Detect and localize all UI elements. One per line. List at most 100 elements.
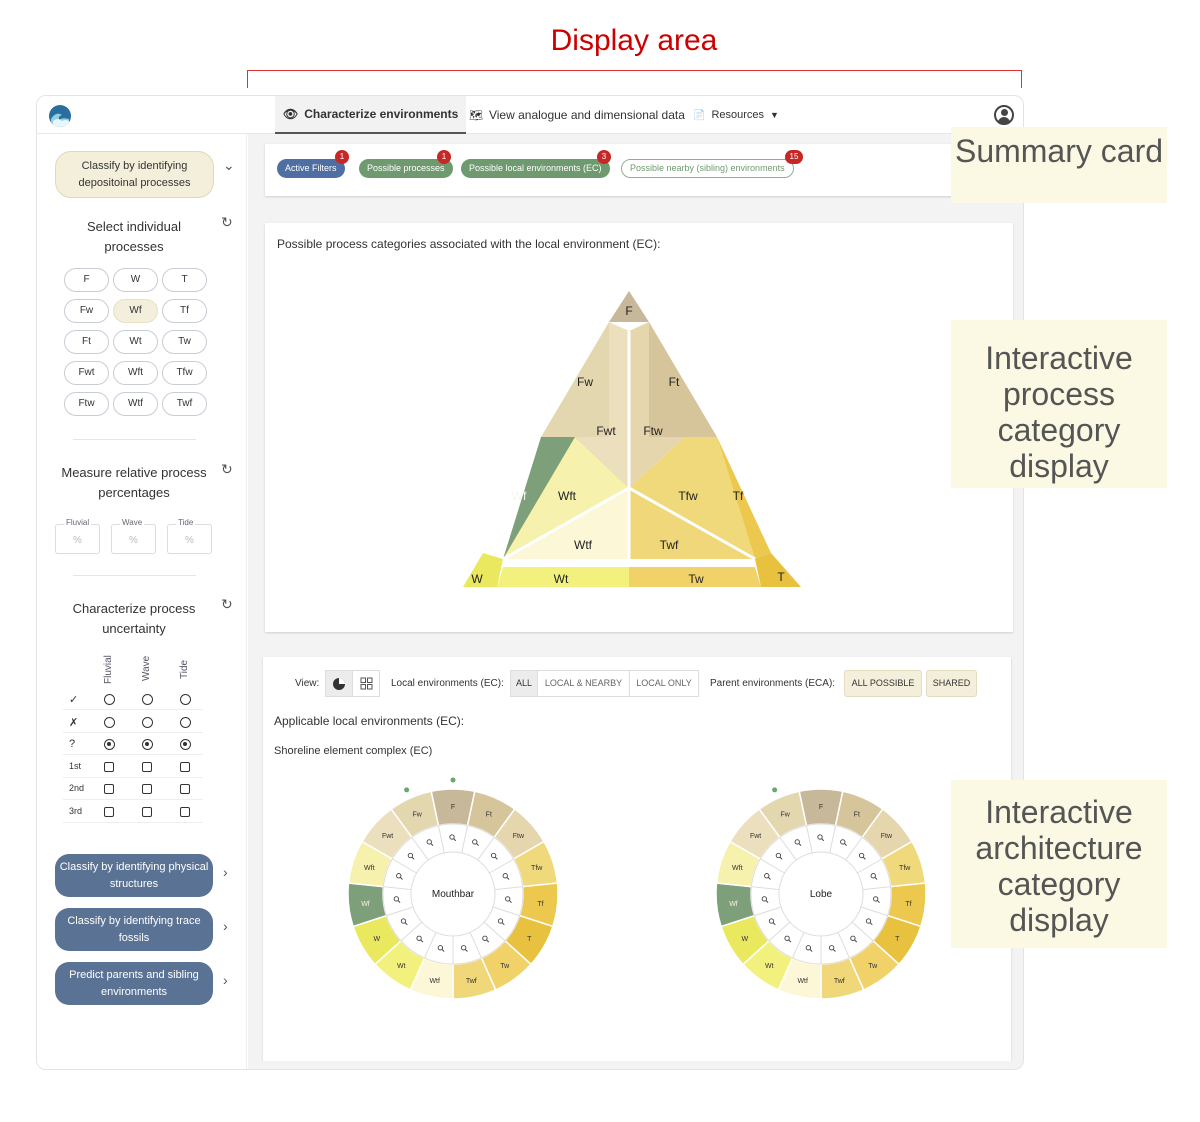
rank-checkbox[interactable]: [104, 784, 114, 794]
wave-percent-field[interactable]: Wave %: [111, 518, 156, 554]
magnifier-icon[interactable]: [865, 918, 873, 926]
chevron-right-icon[interactable]: ›: [223, 918, 228, 934]
classify-trace-button[interactable]: Classify by identifying trace fossils: [55, 908, 213, 951]
magnifier-icon[interactable]: [794, 839, 802, 846]
uncertainty-radio[interactable]: [142, 716, 153, 728]
region-Wft[interactable]: [503, 437, 629, 559]
magnifier-icon[interactable]: [502, 873, 510, 880]
process-button-ftw[interactable]: Ftw: [64, 392, 109, 416]
rank-checkbox[interactable]: [180, 761, 190, 772]
tide-percent-field[interactable]: Tide %: [167, 518, 212, 554]
magnifier-icon[interactable]: [858, 852, 866, 860]
grid-view-button[interactable]: [352, 670, 380, 697]
tab-characterize-environments[interactable]: 👁 Characterize environments: [275, 96, 467, 134]
region-Tf[interactable]: [717, 437, 771, 559]
process-triangle[interactable]: F Fw Ft Fwt Ftw Wf Wft Tfw Tf Wtf Twf W …: [455, 283, 815, 603]
magnifier-icon[interactable]: [805, 945, 813, 952]
magnifier-icon[interactable]: [490, 852, 498, 860]
region-Tw[interactable]: [629, 567, 761, 587]
wheel-mouthbar[interactable]: FFtFtwTfwTfTTwTwfWtfWtWWfWftFwtFwMouthba…: [333, 767, 573, 1017]
magnifier-icon[interactable]: [775, 852, 783, 860]
app-logo-icon[interactable]: [49, 105, 71, 127]
filter-chip[interactable]: Active Filters: [277, 159, 345, 178]
process-button-tf[interactable]: Tf: [162, 299, 207, 323]
region-Fwt[interactable]: [575, 322, 629, 488]
uncertainty-radio[interactable]: [180, 694, 191, 705]
magnifier-icon[interactable]: [768, 918, 776, 926]
magnifier-icon[interactable]: [400, 918, 408, 926]
magnifier-icon[interactable]: [873, 896, 880, 904]
rank-checkbox[interactable]: [180, 784, 190, 794]
process-button-tw[interactable]: Tw: [162, 330, 207, 354]
magnifier-icon[interactable]: [761, 896, 769, 904]
uncertainty-radio[interactable]: [142, 694, 153, 705]
process-button-fwt[interactable]: Fwt: [64, 361, 109, 385]
pie-view-button[interactable]: [325, 670, 353, 697]
magnifier-icon[interactable]: [828, 945, 836, 952]
process-button-fw[interactable]: Fw: [64, 299, 109, 323]
process-button-wft[interactable]: Wft: [113, 361, 158, 385]
rank-checkbox[interactable]: [180, 806, 190, 817]
filter-chip[interactable]: Possible nearby (sibling) environments: [621, 159, 794, 178]
local-nearby-button[interactable]: LOCAL & NEARBY: [537, 670, 630, 697]
magnifier-icon[interactable]: [472, 839, 479, 846]
region-W[interactable]: [463, 553, 503, 587]
magnifier-icon[interactable]: [870, 873, 878, 880]
magnifier-icon[interactable]: [497, 918, 505, 926]
tab-view-analogue-data[interactable]: 🗺 View analogue and dimensional data: [469, 96, 685, 134]
process-button-wtf[interactable]: Wtf: [113, 392, 158, 416]
uncertainty-radio[interactable]: [104, 739, 115, 750]
process-button-ft[interactable]: Ft: [64, 330, 109, 354]
fluvial-percent-field[interactable]: Fluvial %: [55, 518, 100, 554]
region-Ft[interactable]: [649, 322, 717, 437]
uncertainty-radio[interactable]: [180, 716, 191, 728]
uncertainty-radio[interactable]: [180, 739, 191, 750]
magnifier-icon[interactable]: [449, 834, 457, 842]
magnifier-icon[interactable]: [840, 839, 847, 846]
uncertainty-radio[interactable]: [142, 739, 153, 750]
process-button-tfw[interactable]: Tfw: [162, 361, 207, 385]
uncertainty-radio[interactable]: [104, 716, 115, 728]
rank-checkbox[interactable]: [104, 761, 114, 772]
magnifier-icon[interactable]: [393, 896, 401, 904]
magnifier-icon[interactable]: [817, 834, 825, 842]
classify-depositional-button[interactable]: Classify by identifying depositoinal pro…: [55, 151, 214, 198]
refresh-icon[interactable]: ↻: [221, 461, 233, 477]
tab-resources[interactable]: 📄 Resources ▼: [693, 96, 779, 134]
parent-shared-button[interactable]: SHARED: [926, 670, 977, 697]
magnifier-icon[interactable]: [784, 935, 792, 943]
magnifier-icon[interactable]: [407, 852, 415, 860]
magnifier-icon[interactable]: [460, 945, 468, 952]
rank-checkbox[interactable]: [142, 784, 152, 794]
magnifier-icon[interactable]: [396, 873, 403, 880]
magnifier-icon[interactable]: [505, 896, 512, 904]
process-button-w[interactable]: W: [113, 268, 158, 292]
local-only-button[interactable]: LOCAL ONLY: [629, 670, 699, 697]
process-button-wt[interactable]: Wt: [113, 330, 158, 354]
process-button-wf[interactable]: Wf: [113, 299, 158, 323]
region-T[interactable]: [755, 553, 801, 587]
refresh-icon[interactable]: ↻: [221, 214, 233, 230]
uncertainty-radio[interactable]: [104, 694, 115, 705]
process-button-t[interactable]: T: [162, 268, 207, 292]
filter-chip[interactable]: Possible processes: [359, 159, 453, 178]
magnifier-icon[interactable]: [416, 935, 424, 943]
region-Ftw[interactable]: [629, 322, 685, 488]
rank-checkbox[interactable]: [142, 761, 152, 772]
local-all-button[interactable]: ALL: [510, 670, 538, 697]
region-Fw[interactable]: [541, 322, 609, 437]
magnifier-icon[interactable]: [764, 873, 771, 880]
process-button-f[interactable]: F: [64, 268, 109, 292]
magnifier-icon[interactable]: [850, 935, 858, 943]
user-avatar-icon[interactable]: [994, 105, 1014, 125]
chevron-right-icon[interactable]: ›: [223, 864, 228, 880]
process-button-twf[interactable]: Twf: [162, 392, 207, 416]
parent-all-possible-button[interactable]: ALL POSSIBLE: [844, 670, 922, 697]
magnifier-icon[interactable]: [426, 839, 434, 846]
magnifier-icon[interactable]: [437, 945, 445, 952]
region-Tfw[interactable]: [629, 437, 755, 559]
magnifier-icon[interactable]: [482, 935, 490, 943]
predict-parents-button[interactable]: Predict parents and sibling environments: [55, 962, 213, 1005]
chevron-right-icon[interactable]: ›: [223, 972, 228, 988]
